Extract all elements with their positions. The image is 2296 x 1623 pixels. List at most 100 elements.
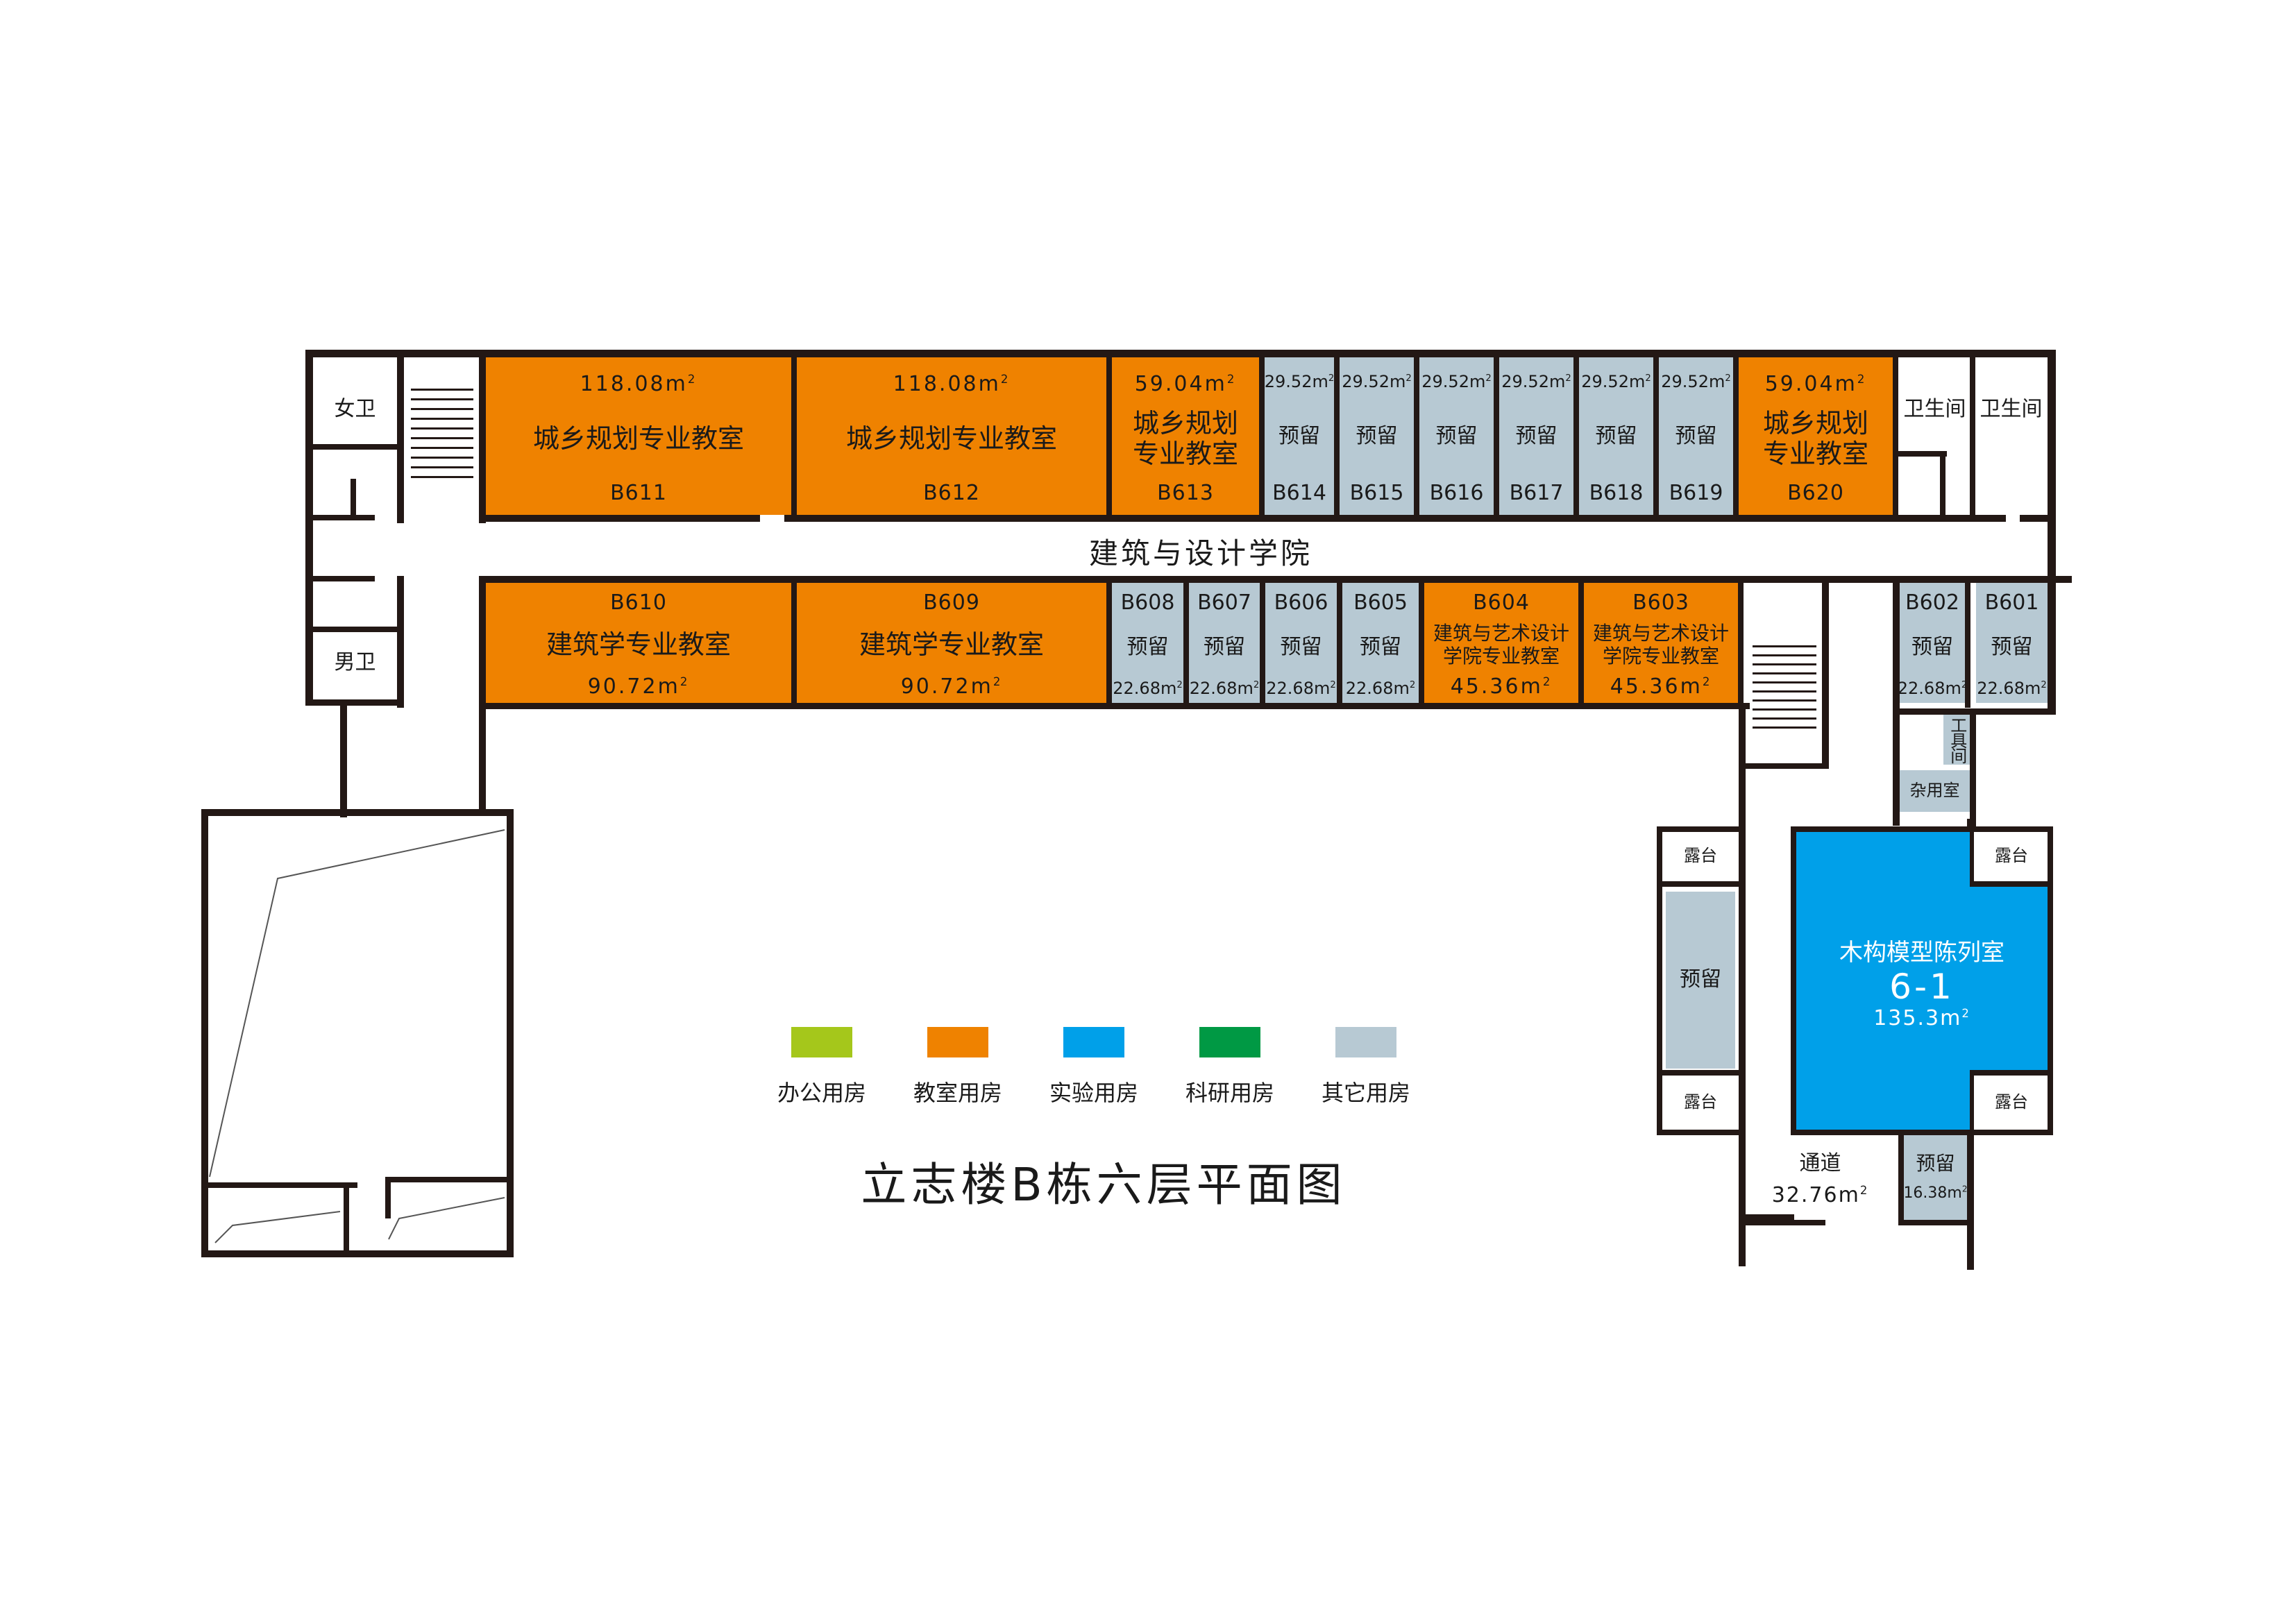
stair-step xyxy=(1753,645,1816,647)
wall xyxy=(305,350,313,705)
room-name: 预留 xyxy=(1126,634,1169,659)
area-value: 22.68 xyxy=(1977,679,2025,699)
room-code: B608 xyxy=(1120,590,1175,615)
room-name: 预留 xyxy=(1515,423,1558,448)
lab-room-area-value: 135.3 xyxy=(1873,1006,1941,1031)
room-code: B616 xyxy=(1429,480,1484,505)
room-code: B606 xyxy=(1274,590,1328,615)
stair-step xyxy=(411,466,473,468)
room-area: 29.52m2 xyxy=(1661,372,1731,392)
void-diagonal-lines xyxy=(209,829,505,1243)
room-name-line: 城乡规划 xyxy=(1132,407,1238,439)
legend-swatch xyxy=(1335,1027,1396,1057)
room-name-line: 建筑与艺术设计 xyxy=(1433,622,1569,645)
area-value: 118.08 xyxy=(580,372,666,396)
area-value: 45.36 xyxy=(1450,674,1521,699)
wall xyxy=(305,627,397,632)
room-code: B610 xyxy=(610,590,667,615)
area-unit: m xyxy=(1834,372,1857,396)
wall xyxy=(1791,826,1971,832)
plan-title: 立志楼B栋六层平面图 xyxy=(861,1158,1347,1212)
womens-wc: 女卫 xyxy=(313,389,397,430)
wall xyxy=(479,350,486,523)
area-value: 90.72 xyxy=(587,674,658,699)
legend-label: 办公用房 xyxy=(777,1080,866,1106)
room-area: 22.68m2 xyxy=(1113,679,1183,699)
room-code: B603 xyxy=(1632,590,1689,615)
wall xyxy=(1657,826,1662,1135)
area-unit-exp: 2 xyxy=(1406,373,1412,384)
wall xyxy=(1898,1220,1973,1225)
room-area: 59.04m2 xyxy=(1134,372,1237,397)
area-value: 59.04 xyxy=(1134,372,1205,396)
area-unit: m xyxy=(1393,679,1410,699)
wall xyxy=(385,1177,514,1182)
area-value: 90.72 xyxy=(900,674,971,699)
room-area: 59.04m2 xyxy=(1765,372,1867,397)
wall xyxy=(305,444,397,450)
room-divider xyxy=(791,576,797,708)
stair-step xyxy=(1753,690,1816,692)
room-code: B602 xyxy=(1905,590,1959,615)
wall xyxy=(1657,826,1746,832)
room-name: 预留 xyxy=(1360,634,1401,659)
stair-step xyxy=(411,418,473,420)
area-value: 22.68 xyxy=(1345,679,1394,699)
void-line xyxy=(214,1211,341,1243)
room-code: B613 xyxy=(1157,480,1214,505)
room-divider xyxy=(1738,576,1744,708)
stair-step xyxy=(411,457,473,459)
wall xyxy=(1940,451,1945,520)
wall xyxy=(1657,881,1746,887)
stair-step xyxy=(1753,672,1816,674)
area-value: 22.68 xyxy=(1897,679,1945,699)
room-divider xyxy=(1653,350,1659,520)
wall xyxy=(1742,1214,1794,1220)
room-area: 29.52m2 xyxy=(1421,372,1492,392)
legend-swatch xyxy=(791,1027,852,1057)
area-value: 29.52 xyxy=(1661,372,1709,391)
stair-step xyxy=(1753,726,1816,729)
room-name-line: 专业教室 xyxy=(1132,438,1238,469)
room-code: B605 xyxy=(1353,590,1408,615)
wall xyxy=(1739,1220,1825,1225)
area-unit-exp: 2 xyxy=(1961,1184,1968,1195)
passage-area: 32.76m2 xyxy=(1772,1183,1869,1208)
area-unit: m xyxy=(1204,372,1227,396)
room-divider xyxy=(1573,350,1579,520)
room-area: 22.68m2 xyxy=(1977,679,2047,699)
terrace-1: 露台 xyxy=(1662,832,1739,881)
room-name: 城乡规划专业教室 xyxy=(1132,407,1238,469)
area-unit: m xyxy=(2024,679,2041,699)
wall xyxy=(1822,576,1829,763)
lab-room-label-group: 木构模型陈列室 6-1 135.3m2 xyxy=(1796,923,2048,1048)
wall xyxy=(340,703,347,817)
area-unit-exp: 2 xyxy=(1226,373,1237,386)
room-divider xyxy=(1337,576,1342,708)
wall xyxy=(1970,357,1975,520)
room-name: 建筑学专业教室 xyxy=(859,629,1044,660)
area-unit-exp: 2 xyxy=(1645,373,1651,384)
area-unit: m xyxy=(1548,372,1566,391)
room-divider xyxy=(791,350,797,520)
wall xyxy=(201,1182,357,1188)
tool-room: 工具间 xyxy=(1943,715,1970,765)
legend-label: 其它用房 xyxy=(1321,1080,1410,1106)
wall xyxy=(305,576,375,581)
room-b613: 59.04m2 城乡规划专业教室 B613 xyxy=(1112,357,1259,515)
stair-step xyxy=(411,398,473,400)
wall xyxy=(1791,826,1796,1135)
reserved-small-area: 16.38m2 xyxy=(1903,1184,1967,1202)
wall xyxy=(2020,515,2056,522)
area-unit-exp: 2 xyxy=(1857,373,1867,386)
room-area: 118.08m2 xyxy=(893,372,1011,397)
wall xyxy=(482,703,1750,709)
area-unit: m xyxy=(657,674,680,699)
room-divider xyxy=(1965,576,1970,708)
